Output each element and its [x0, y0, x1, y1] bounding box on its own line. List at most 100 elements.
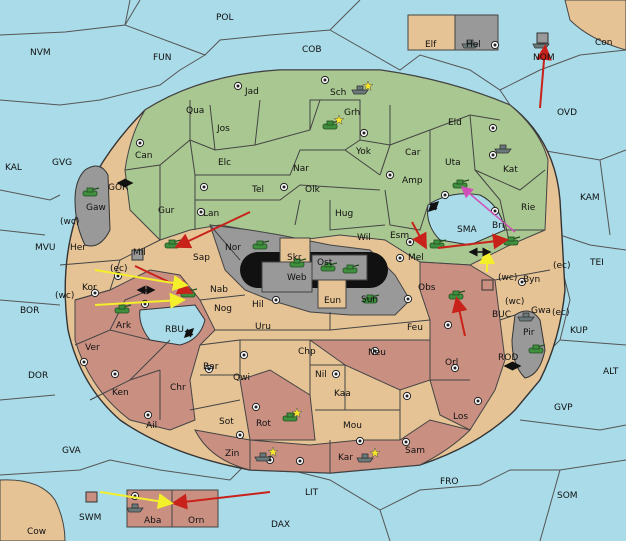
label-qwi: Qwi: [233, 373, 250, 383]
label-ec1: (ec): [110, 264, 128, 274]
label-gur: Gur: [158, 206, 175, 216]
unit-marker: [481, 279, 494, 291]
label-bar: Bar: [203, 362, 219, 372]
label-wc1: (wc): [60, 217, 79, 227]
internal-borders: [59, 99, 551, 473]
label-eld: Eld: [448, 118, 462, 128]
label-lit: LIT: [305, 488, 319, 498]
label-kat: Kat: [503, 165, 518, 175]
label-skr: Skr: [287, 253, 302, 263]
label-con: Con: [595, 38, 613, 48]
label-tel: Tel: [251, 185, 264, 195]
region-pir[interactable]: [511, 310, 546, 379]
label-jos: Jos: [216, 124, 230, 134]
label-pol: POL: [216, 13, 234, 23]
label-mel: Mel: [408, 253, 424, 263]
label-tei: TEI: [589, 258, 604, 268]
label-wil: Wil: [357, 233, 371, 243]
label-bor: BOR: [20, 306, 39, 316]
region-cow[interactable]: [0, 479, 66, 541]
label-orl: Orl: [445, 358, 458, 368]
label-mil: Mil: [133, 248, 146, 258]
label-ark: Ark: [116, 321, 132, 331]
label-sot: Sot: [219, 417, 234, 427]
label-rbu: RBU: [165, 325, 184, 335]
label-uru: Uru: [255, 322, 271, 332]
label-gaw: Gaw: [86, 203, 106, 213]
label-grh: Grh: [344, 108, 360, 118]
label-lan: Lan: [203, 209, 219, 219]
units: [82, 32, 550, 513]
label-hel: Hel: [466, 40, 481, 50]
label-gor: GOR: [108, 183, 128, 193]
label-orn: Orn: [188, 516, 204, 526]
label-cow: Cow: [27, 527, 46, 537]
label-bri: Bri: [492, 221, 504, 231]
label-chp: Chp: [298, 347, 316, 357]
label-neu: Neu: [368, 348, 386, 358]
label-hil: Hil: [252, 300, 264, 310]
label-web: Web: [287, 273, 307, 283]
label-gwa: Gwa: [531, 306, 551, 316]
label-kam: KAM: [580, 193, 600, 203]
label-los: Los: [453, 412, 468, 422]
label-aba: Aba: [144, 516, 161, 526]
region-web[interactable]: [261, 261, 313, 293]
label-feu: Feu: [407, 323, 423, 333]
label-kar: Kar: [338, 453, 353, 463]
label-zin: Zin: [225, 449, 239, 459]
label-cob: COB: [302, 45, 322, 55]
label-qua: Qua: [186, 106, 204, 116]
label-mou: Mou: [343, 421, 362, 431]
label-ec3: (ec): [552, 308, 570, 318]
label-jad: Jad: [244, 87, 259, 97]
label-sun: Sun: [361, 295, 378, 305]
label-ver: Ver: [85, 343, 100, 353]
label-nog: Nog: [214, 304, 232, 314]
label-kup: KUP: [570, 326, 588, 336]
label-rod: ROD: [498, 353, 518, 363]
label-elf: Elf: [425, 40, 437, 50]
region-skr[interactable]: [279, 237, 311, 263]
region-gaw[interactable]: [74, 165, 111, 247]
region-eun[interactable]: [317, 279, 347, 309]
label-kaa: Kaa: [334, 389, 351, 399]
label-chr: Chr: [170, 383, 186, 393]
label-ost: Ost: [317, 258, 333, 268]
label-ken: Ken: [112, 388, 129, 398]
label-eun: Eun: [324, 296, 341, 306]
label-obs: Obs: [418, 283, 436, 293]
label-gvg: GVG: [52, 158, 72, 168]
unit-marker: [536, 32, 549, 44]
label-gvp: GVP: [554, 403, 573, 413]
label-mvu: MVU: [35, 243, 56, 253]
label-nom: NOM: [533, 53, 555, 63]
label-pir: Pir: [523, 328, 535, 338]
orders: [94, 44, 552, 510]
label-her: Her: [70, 243, 86, 253]
label-nab: Nab: [210, 285, 228, 295]
unit-marker: [85, 491, 98, 503]
label-uta: Uta: [445, 158, 461, 168]
label-nor: Nor: [225, 243, 241, 253]
label-fro: FRO: [440, 477, 459, 487]
label-alt: ALT: [603, 367, 619, 377]
label-yok: Yok: [355, 147, 372, 157]
label-hug: Hug: [335, 209, 353, 219]
label-sch: Sch: [330, 88, 346, 98]
label-esm: Esm: [390, 231, 409, 241]
zone-east-red: [419, 261, 506, 431]
label-dor: DOR: [28, 371, 48, 381]
label-ec2: (ec): [553, 261, 571, 271]
label-olk: Olk: [305, 185, 321, 195]
label-elc: Elc: [218, 158, 231, 168]
label-rot: Rot: [256, 419, 271, 429]
zone-rot-red: [239, 369, 316, 441]
label-byn: Byn: [523, 275, 540, 285]
label-ail: Ail: [146, 421, 157, 431]
label-wc2: (wc): [55, 291, 74, 301]
label-kal: KAL: [5, 163, 22, 173]
label-gva: GVA: [62, 446, 82, 456]
label-swm: SWM: [79, 513, 101, 523]
label-car: Car: [405, 148, 421, 158]
